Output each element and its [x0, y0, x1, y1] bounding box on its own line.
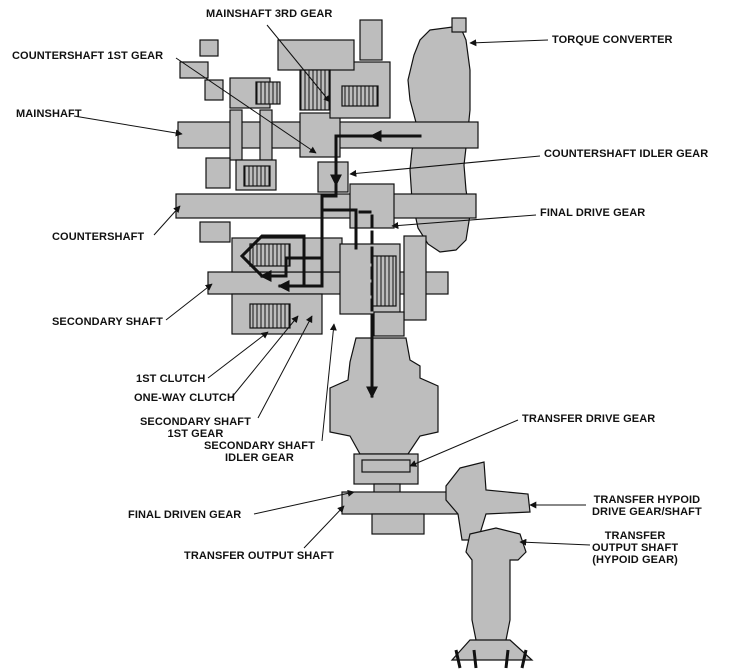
power-flow-final-drive — [358, 210, 374, 254]
transfer-output-shaft-hypoid — [465, 527, 527, 651]
transfer-hypoid-drive-gear — [445, 461, 531, 541]
label-transfer-hypoid-drive-gear-shaft: TRANSFER HYPOID DRIVE GEAR/SHAFT — [592, 494, 702, 518]
label-transfer-output-shaft-hypoid: TRANSFER OUTPUT SHAFT (HYPOID GEAR) — [592, 530, 679, 566]
label-secondary-shaft-idler-gear: SECONDARY SHAFT IDLER GEAR — [204, 440, 315, 464]
label-transfer-drive-gear: TRANSFER DRIVE GEAR — [522, 413, 656, 425]
label-one-way-clutch: ONE-WAY CLUTCH — [134, 392, 236, 404]
label-torque-converter: TORQUE CONVERTER — [552, 34, 673, 46]
countershaft — [175, 193, 477, 219]
label-final-driven-gear: FINAL DRIVEN GEAR — [128, 509, 242, 521]
label-countershaft-idler-gear: COUNTERSHAFT IDLER GEAR — [544, 148, 709, 160]
final-driven-gear — [329, 337, 439, 455]
label-transfer-output-shaft: TRANSFER OUTPUT SHAFT — [184, 550, 334, 562]
label-countershaft: COUNTERSHAFT — [52, 231, 145, 243]
label-final-drive-gear: FINAL DRIVE GEAR — [540, 207, 646, 219]
torque-converter-hub — [451, 17, 467, 33]
label-1st-clutch: 1ST CLUTCH — [136, 373, 206, 385]
label-secondary-shaft-1st-gear: SECONDARY SHAFT 1ST GEAR — [140, 416, 251, 440]
label-mainshaft-3rd-gear: MAINSHAFT 3RD GEAR — [206, 8, 333, 20]
label-countershaft-1st-gear: COUNTERSHAFT 1ST GEAR — [12, 50, 164, 62]
label-secondary-shaft: SECONDARY SHAFT — [52, 316, 163, 328]
label-mainshaft: MAINSHAFT — [16, 108, 82, 120]
